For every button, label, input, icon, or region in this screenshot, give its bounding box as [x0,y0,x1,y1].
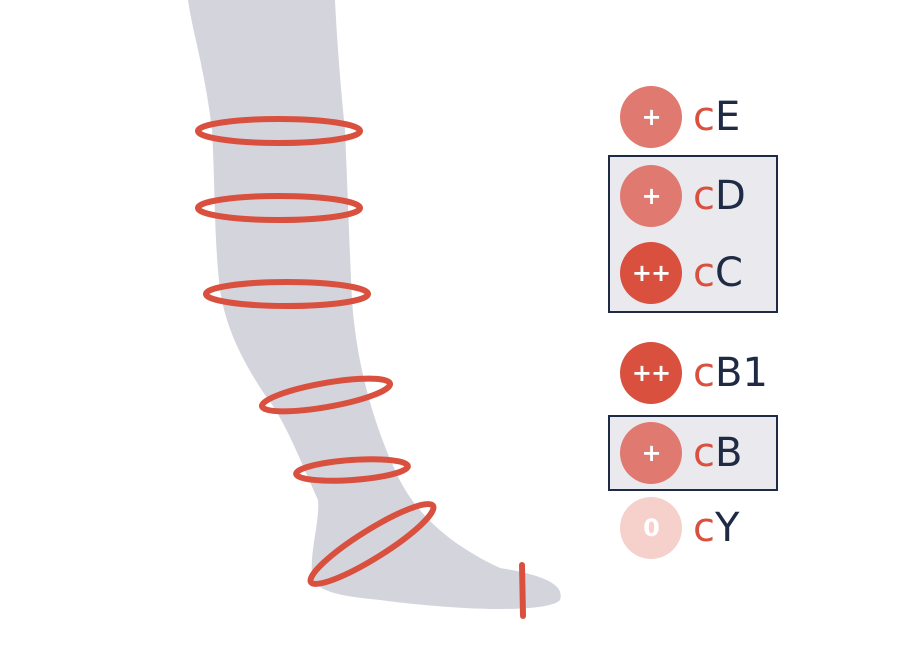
legend-item-cB: + cB [620,422,820,484]
leg-silhouette [188,0,561,609]
zero-badge-icon: 0 [620,497,682,559]
ring-upper-knee [195,193,363,223]
legend-item-cD: + cD [620,165,820,227]
plus-badge-icon: + [620,165,682,227]
ring-calf [258,375,394,415]
ring-thigh [195,116,363,146]
legend-item-cC: ++ cC [620,242,820,304]
plus-badge-icon: + [620,422,682,484]
legend-label: cY [693,505,740,551]
ring-lower-calf [293,456,411,484]
legend-label: cE [693,94,741,140]
ring-lower-knee [203,279,371,309]
ring-toe [519,562,526,619]
legend-item-cY: 0 cY [620,497,820,559]
legend-label: cB [693,430,743,476]
legend-label: cC [693,250,743,296]
measurement-rings [195,116,526,619]
ring-ankle [307,501,437,587]
double-plus-badge-icon: ++ [620,242,682,304]
legend-item-cE: + cE [620,86,820,148]
double-plus-badge-icon: ++ [620,342,682,404]
legend-label: cD [693,173,746,219]
legend-item-cB1: ++ cB1 [620,342,820,404]
legend-label: cB1 [693,350,768,396]
plus-badge-icon: + [620,86,682,148]
